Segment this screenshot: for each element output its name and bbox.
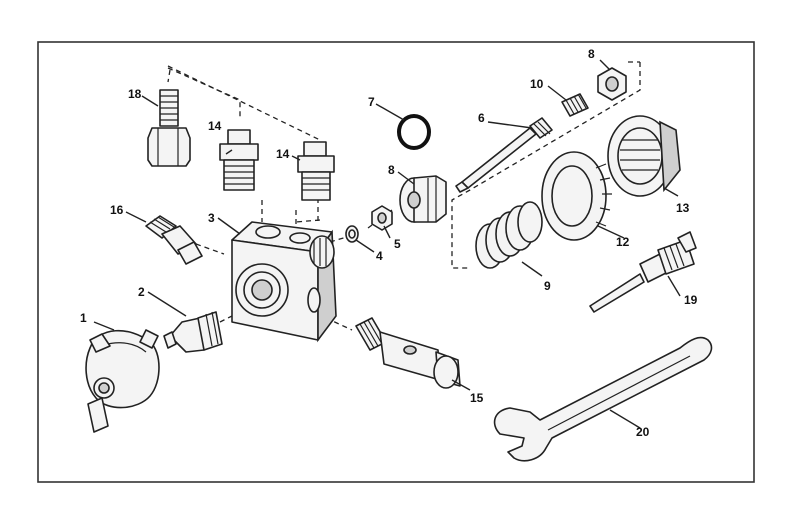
callout-labels: 1 2 3 4 5 6 7 8 8 9 10 12 13 14 14 15 16… — [80, 47, 698, 439]
part-9-spring — [475, 201, 543, 269]
part-13-cap-nut — [607, 115, 681, 197]
part-19-needle-assembly — [589, 231, 697, 313]
part-14-left-nipple — [219, 129, 259, 191]
callout-12: 12 — [616, 235, 630, 249]
callout-9: 9 — [544, 279, 551, 293]
part-3-manifold-block — [231, 221, 337, 343]
callout-4: 4 — [376, 249, 383, 263]
callout-1: 1 — [80, 311, 87, 325]
callout-14-left: 14 — [208, 119, 222, 133]
callout-10: 10 — [530, 77, 544, 91]
callout-13: 13 — [676, 201, 690, 215]
callout-16: 16 — [110, 203, 124, 217]
callout-6: 6 — [478, 111, 485, 125]
part-2-nozzle-tip — [163, 311, 223, 353]
part-5-nut — [371, 205, 393, 231]
callout-5: 5 — [394, 237, 401, 251]
part-15-valve-cartridge — [355, 317, 461, 389]
part-16-fitting — [145, 215, 203, 265]
callout-18: 18 — [128, 87, 142, 101]
callout-15: 15 — [470, 391, 484, 405]
callout-8-lower: 8 — [388, 163, 395, 177]
part-10-spring — [561, 93, 589, 117]
callout-14-right: 14 — [276, 147, 290, 161]
part-14-right-nipple — [297, 141, 335, 201]
callout-2: 2 — [138, 285, 145, 299]
part-8-upper-nut — [597, 67, 627, 101]
part-6-needle — [455, 117, 553, 193]
part-12-ring — [541, 151, 612, 241]
part-4-seal — [345, 225, 359, 243]
part-18-hose-fitting — [147, 89, 191, 167]
part-1-tip-guard — [85, 329, 160, 433]
leader-lines — [93, 59, 681, 429]
part-7-o-ring — [397, 114, 431, 150]
callout-8-upper: 8 — [588, 47, 595, 61]
callout-3: 3 — [208, 211, 215, 225]
part-8-seat-housing — [399, 175, 447, 223]
callout-20: 20 — [636, 425, 650, 439]
callout-7: 7 — [368, 95, 375, 109]
callout-19: 19 — [684, 293, 698, 307]
diagram-border — [37, 41, 755, 483]
part-20-wrench — [493, 336, 713, 462]
